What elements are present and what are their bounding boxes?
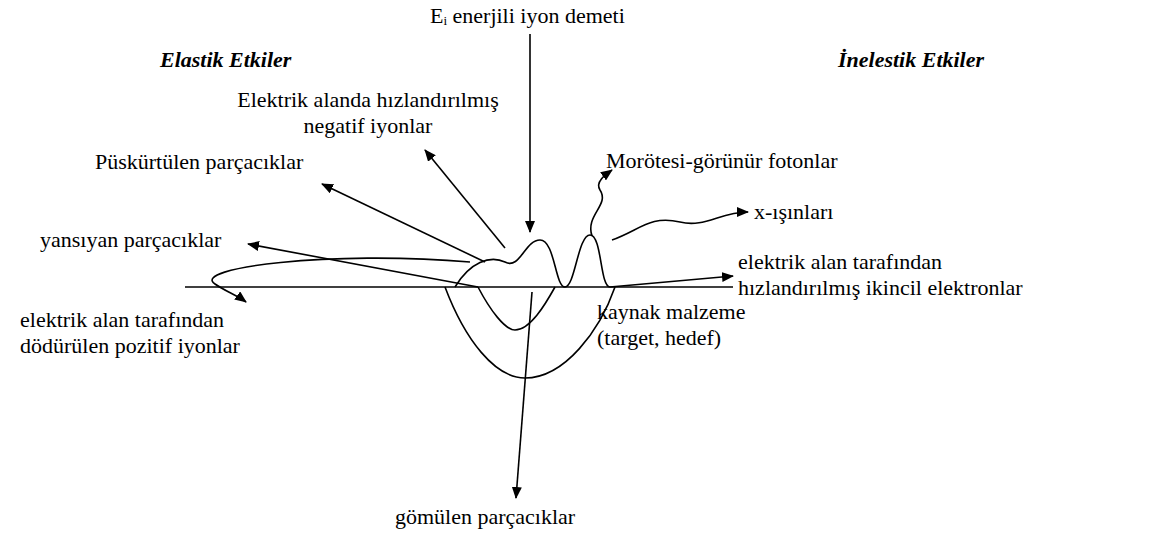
positive-ion-curve [212,258,470,302]
annotation-label: elektrik alan tarafından dödürülen pozit… [20,307,240,359]
cascade-curve [478,287,555,330]
annotation-label: Püskürtülen parçacıklar [95,149,303,175]
annotation-label: x-ışınları [754,199,833,225]
annotation-label: Elektrik alanda hızlandırılmış negatif i… [237,87,498,139]
cascade-curve [445,287,615,378]
section-heading: Elastik Etkiler [160,47,291,73]
secondary-electron-arrow [610,276,733,287]
negative-ion-arrow [425,150,505,248]
annotation-label: kaynak malzeme (target, hedef) [597,299,745,351]
implanted-arrow [516,292,532,498]
annotation-label: elektrik alan tarafından hızlandırılmış … [738,249,1023,301]
ion-beam-arrow [529,34,531,232]
reflected-arrow [248,244,478,287]
sputtered-arrow [322,184,485,262]
annotation-label: Morötesi-görünür fotonlar [606,148,838,174]
annotation-label: yansıyan parçacıklar [40,227,221,253]
photon-wave [591,170,612,236]
beam-label: Eᵢ enerjili iyon demeti [430,3,625,29]
annotation-label: gömülen parçacıklar [395,504,575,530]
section-heading: İnelestik Etkiler [838,47,984,73]
target-surface [185,286,733,288]
xray-wave [612,212,748,240]
energy-wave [455,235,610,287]
